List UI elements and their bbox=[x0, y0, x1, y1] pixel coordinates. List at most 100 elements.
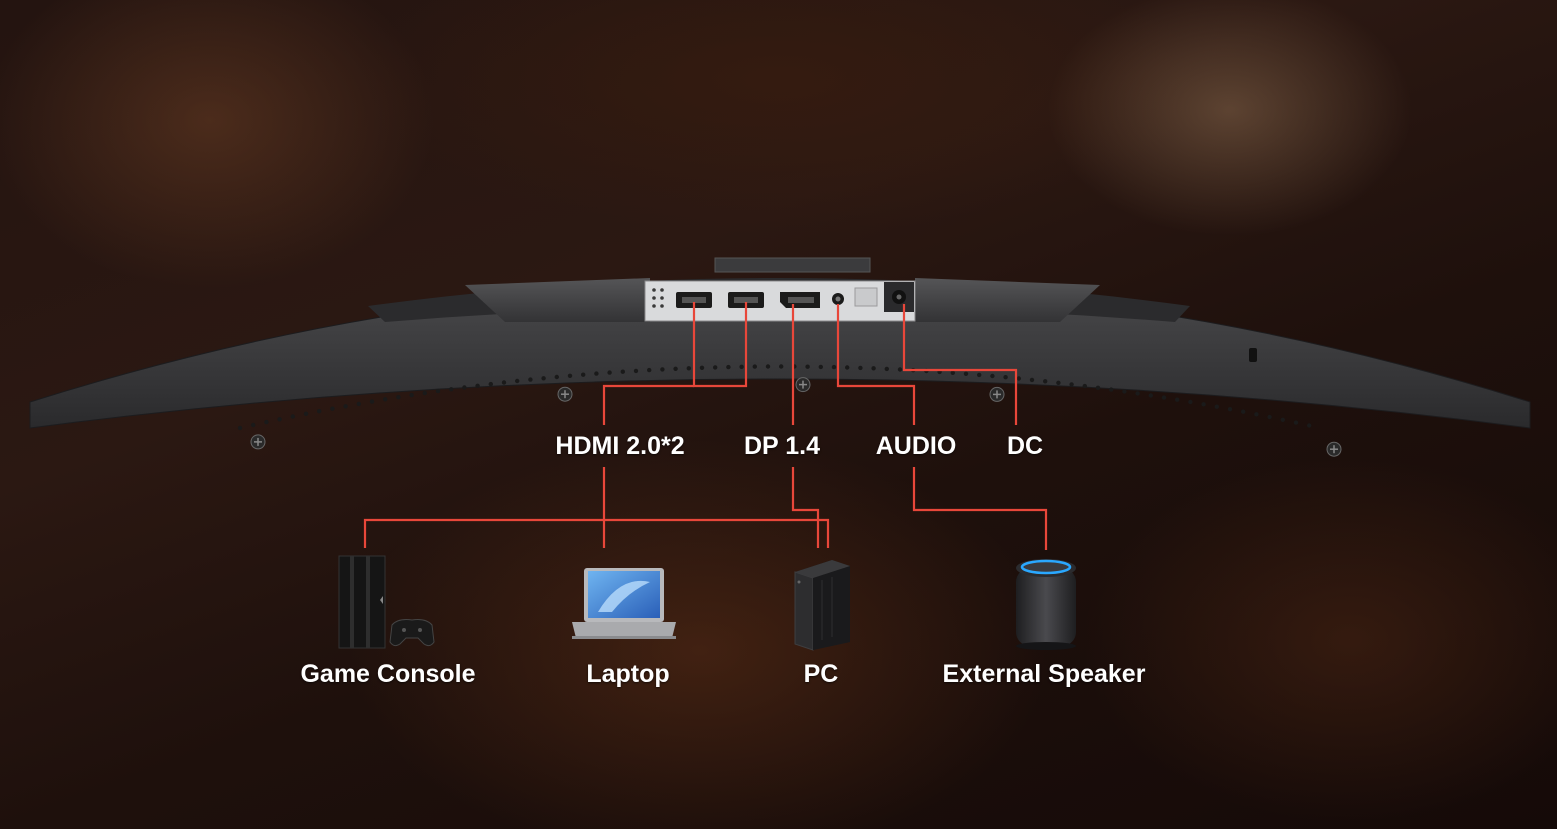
dp-port-label: DP 1.4 bbox=[744, 432, 820, 460]
speaker-icon bbox=[1016, 559, 1076, 650]
stand-left bbox=[465, 278, 650, 322]
vent-hole bbox=[884, 366, 889, 372]
vent-hole bbox=[501, 380, 507, 385]
vent-hole bbox=[594, 371, 599, 376]
pc-label: PC bbox=[803, 660, 839, 688]
dc-line bbox=[902, 304, 1018, 425]
vent-hole bbox=[396, 395, 401, 400]
connection-lines bbox=[363, 302, 1048, 550]
vent-hole bbox=[290, 414, 295, 419]
vent-hole bbox=[1227, 407, 1233, 412]
vent-hole bbox=[871, 366, 876, 371]
vent-hole bbox=[765, 364, 771, 369]
dp-line-to-pc bbox=[791, 467, 820, 548]
vent-hole bbox=[607, 370, 612, 375]
vent-hole bbox=[739, 364, 744, 369]
vent-hole bbox=[541, 376, 546, 381]
game-console-icon bbox=[338, 555, 435, 649]
hdmi-port-2 bbox=[728, 292, 764, 308]
game-console-label: Game Console bbox=[300, 660, 476, 688]
vent-hole bbox=[686, 366, 691, 371]
pc-tower-icon bbox=[794, 560, 850, 651]
vent-hole bbox=[713, 365, 718, 370]
vent-hole bbox=[977, 372, 982, 378]
vent-hole bbox=[1254, 412, 1259, 417]
displayport-port bbox=[780, 292, 820, 308]
vent-hole bbox=[1082, 383, 1088, 389]
vent-hole bbox=[673, 366, 678, 371]
vent-hole bbox=[752, 364, 757, 369]
vent-hole bbox=[831, 364, 837, 370]
vent-hole bbox=[488, 381, 493, 387]
vent-hole bbox=[1069, 382, 1074, 387]
vent-hole bbox=[409, 392, 414, 398]
vent-hole bbox=[950, 370, 955, 375]
vent-hole bbox=[330, 406, 335, 411]
vent-hole bbox=[1135, 391, 1140, 396]
vent-hole bbox=[277, 417, 282, 422]
vent-hole bbox=[1056, 380, 1061, 385]
kensington-lock bbox=[1249, 348, 1257, 362]
vent-hole bbox=[726, 364, 731, 370]
vent-hole bbox=[1122, 389, 1127, 394]
vent-hole bbox=[1043, 379, 1048, 384]
dc-power-jack bbox=[884, 282, 914, 312]
vent-hole bbox=[581, 372, 586, 377]
vent-hole bbox=[1214, 404, 1220, 409]
vent-hole bbox=[779, 364, 784, 369]
vent-hole bbox=[1095, 385, 1101, 390]
vent-hole bbox=[422, 390, 427, 396]
vent-hole bbox=[1280, 417, 1286, 422]
vent-hole bbox=[251, 422, 256, 428]
vent-hole bbox=[1175, 397, 1180, 402]
vent-hole bbox=[449, 387, 454, 392]
vent-hole bbox=[1307, 423, 1312, 428]
stand-right bbox=[915, 278, 1100, 322]
audio-line-to-label bbox=[836, 304, 916, 425]
vent-hole bbox=[897, 367, 903, 372]
vent-hole bbox=[369, 399, 375, 404]
vent-hole bbox=[475, 383, 480, 388]
external-speaker-label: External Speaker bbox=[942, 660, 1146, 688]
vent-hole bbox=[1003, 375, 1008, 380]
vent-hole bbox=[805, 364, 810, 369]
audio-jack bbox=[832, 293, 844, 305]
vent-hole bbox=[554, 374, 559, 380]
vent-hole bbox=[1241, 409, 1246, 414]
vent-hole bbox=[1109, 387, 1114, 392]
vent-hole bbox=[264, 419, 269, 425]
hdmi-distribution-line bbox=[363, 518, 830, 548]
vent-hole bbox=[699, 365, 705, 370]
vent-hole bbox=[647, 367, 652, 373]
vent-hole bbox=[1293, 420, 1299, 425]
hdmi-line-to-label bbox=[602, 384, 694, 425]
vent-hole bbox=[317, 409, 322, 414]
hdmi-line-top bbox=[692, 302, 748, 388]
vent-hole bbox=[1188, 399, 1193, 405]
vent-hole bbox=[1029, 377, 1035, 383]
vent-hole bbox=[1161, 395, 1167, 400]
screw bbox=[989, 386, 1005, 402]
vent-hole bbox=[435, 388, 441, 394]
audio-line-to-speaker bbox=[912, 467, 1048, 550]
io-panel bbox=[644, 280, 916, 322]
vent-holes bbox=[237, 364, 1312, 431]
vent-hole bbox=[343, 404, 348, 409]
vent-hole bbox=[1148, 393, 1154, 398]
vent-hole bbox=[528, 377, 533, 382]
screw bbox=[557, 386, 573, 402]
vent-hole bbox=[620, 369, 625, 374]
dc-port-label: DC bbox=[1006, 432, 1044, 460]
audio-port-label: AUDIO bbox=[875, 432, 957, 460]
vent-hole bbox=[660, 367, 665, 372]
screw bbox=[1326, 441, 1342, 457]
vent-hole bbox=[845, 365, 850, 370]
vent-hole bbox=[858, 365, 863, 371]
vent-hole bbox=[818, 364, 823, 370]
screws bbox=[250, 377, 1342, 457]
screw bbox=[795, 377, 811, 393]
vent-hole bbox=[237, 425, 243, 431]
vent-hole bbox=[963, 371, 969, 376]
vent-hole bbox=[990, 373, 995, 379]
laptop-icon bbox=[572, 568, 676, 639]
